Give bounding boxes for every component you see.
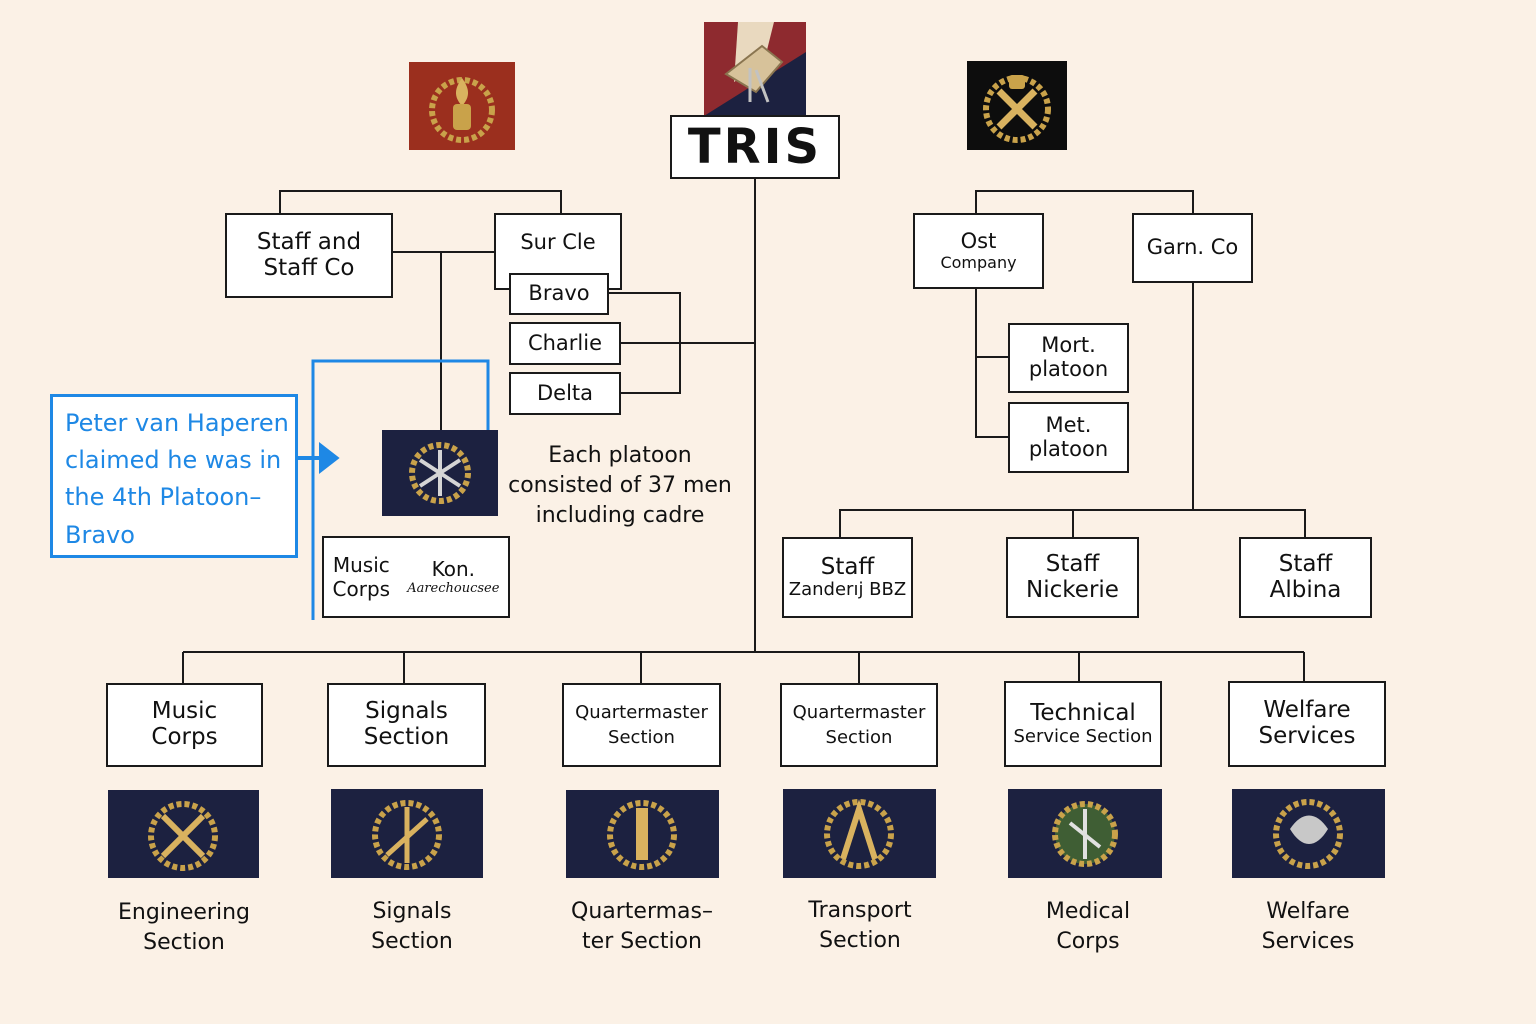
bottom-unit-quartermaster-section-2: Quartermaster Section bbox=[780, 683, 938, 767]
platoon-note-line-1: Each platoon bbox=[548, 443, 692, 468]
caption-6b: Services bbox=[1261, 928, 1355, 954]
caption-2a: Signals bbox=[372, 899, 452, 924]
mort-platoon-line-1: Mort. bbox=[1041, 333, 1096, 358]
platoon-bravo-box: Bravo bbox=[509, 273, 609, 315]
caption-3b: ter Section bbox=[582, 928, 702, 954]
bottom-unit-label-2b: Section bbox=[363, 724, 450, 750]
bottom-unit-label-2a: Signals bbox=[365, 698, 448, 725]
caption-1a: Engineering bbox=[118, 900, 250, 925]
sur-cle-label: Sur Cle bbox=[520, 230, 596, 254]
staff-nickerie-line-2: Nickerie bbox=[1026, 576, 1119, 603]
bottom-unit-label-6b: Services bbox=[1258, 723, 1356, 749]
platoon-note-line-3: including cadre bbox=[535, 502, 705, 528]
mort-platoon-box: Mort. platoon bbox=[1008, 323, 1129, 393]
quartermaster-insignia-icon bbox=[566, 790, 719, 878]
kon-script-label: Aarechoucsee bbox=[407, 581, 500, 597]
ost-company-line-1: Ost bbox=[960, 229, 997, 254]
callout-line-4: Bravo bbox=[65, 520, 135, 549]
mort-platoon-line-2: platoon bbox=[1028, 357, 1109, 381]
caption-5b: Corps bbox=[1056, 928, 1120, 954]
bottom-unit-quartermaster-section-1: Quartermaster Section bbox=[562, 683, 721, 767]
caption-engineering-section: Engineering Section bbox=[94, 898, 274, 957]
bottom-unit-label-3a: Quartermaster bbox=[575, 701, 708, 723]
bottom-unit-label-4a: Quartermaster bbox=[792, 701, 926, 723]
met-platoon-line-1: Met. bbox=[1045, 412, 1092, 437]
ost-company-box: Ost Company bbox=[913, 213, 1044, 289]
staff-zanderij-line-1: Staff bbox=[820, 553, 875, 580]
staff-nickerie-box: Staff Nickerie bbox=[1006, 537, 1139, 618]
caption-4a: Transport bbox=[808, 898, 912, 923]
caption-signals-section: Signals Section bbox=[322, 897, 502, 956]
platoon-charlie-label: Charlie bbox=[527, 330, 603, 355]
met-platoon-line-2: platoon bbox=[1028, 436, 1109, 461]
caption-1b: Section bbox=[143, 929, 225, 955]
caption-4b: Section bbox=[819, 927, 901, 953]
platoon-insignia-icon bbox=[382, 430, 498, 516]
bottom-unit-label-5b: Service Section bbox=[1013, 725, 1153, 747]
garn-co-box: Garn. Co bbox=[1132, 213, 1253, 283]
bottom-unit-technical-service-section: Technical Service Section bbox=[1004, 681, 1162, 767]
callout-line-2: claimed he was in bbox=[65, 446, 282, 475]
wreath-crossed-insignia-icon bbox=[967, 61, 1067, 150]
page-title: TRIS bbox=[670, 115, 840, 179]
platoon-charlie-box: Charlie bbox=[509, 322, 621, 365]
tris-flag-emblem-icon bbox=[704, 22, 806, 116]
bottom-unit-label-6a: Welfare bbox=[1263, 697, 1351, 724]
engineering-insignia-icon bbox=[108, 790, 259, 878]
staff-albina-line-1: Staff bbox=[1278, 550, 1333, 577]
bottom-unit-signals-section: Signals Section bbox=[327, 683, 486, 767]
staff-and-staff-co-line-2: Staff Co bbox=[263, 254, 355, 281]
music-kon-left-line-1: Music bbox=[332, 553, 390, 577]
caption-6a: Welfare bbox=[1266, 899, 1350, 924]
bottom-unit-label-1a: Music bbox=[151, 698, 218, 725]
caption-medical-corps: Medical Corps bbox=[998, 897, 1178, 956]
staff-and-staff-co-box: Staff and Staff Co bbox=[225, 213, 393, 298]
bottom-unit-music-corps: Music Corps bbox=[106, 683, 263, 767]
platoon-delta-box: Delta bbox=[509, 372, 621, 415]
music-kon-left-line-2: Corps bbox=[332, 577, 391, 601]
medical-insignia-icon bbox=[1008, 789, 1162, 878]
staff-and-staff-co-line-1: Staff and bbox=[256, 228, 362, 255]
transport-insignia-icon bbox=[783, 789, 936, 878]
staff-zanderij-box: Staff Zanderıj BBZ bbox=[782, 537, 913, 618]
caption-welfare-services: Welfare Services bbox=[1218, 897, 1398, 956]
caption-2b: Section bbox=[371, 928, 453, 954]
platoon-delta-label: Delta bbox=[536, 380, 594, 405]
platoon-note-line-2: consisted of 37 men bbox=[508, 472, 732, 498]
met-platoon-box: Met. platoon bbox=[1008, 402, 1129, 473]
ost-company-line-2: Company bbox=[940, 252, 1017, 272]
staff-zanderij-line-2: Zanderıj BBZ bbox=[788, 579, 907, 601]
platoon-bravo-label: Bravo bbox=[528, 281, 590, 306]
music-corps-group: Music Corps bbox=[333, 553, 391, 601]
kon-label: Kon. bbox=[431, 557, 475, 582]
staff-albina-line-2: Albina bbox=[1269, 576, 1342, 603]
bottom-unit-welfare-services: Welfare Services bbox=[1228, 681, 1386, 767]
bottom-unit-label-5a: Technical bbox=[1030, 700, 1136, 727]
welfare-insignia-icon bbox=[1232, 789, 1385, 878]
signals-insignia-icon bbox=[331, 789, 483, 878]
bottom-unit-label-1b: Corps bbox=[151, 724, 218, 750]
callout-line-1: Peter van Haperen bbox=[65, 409, 289, 437]
staff-albina-box: Staff Albina bbox=[1239, 537, 1372, 618]
caption-5a: Medical bbox=[1045, 899, 1131, 924]
bottom-unit-label-4b: Section bbox=[825, 727, 893, 748]
callout-note: Peter van Haperen claimed he was in the … bbox=[50, 394, 298, 558]
music-kon-box: Music Corps Kon. Aarechoucsee bbox=[322, 536, 510, 618]
platoon-note: Each platoon consisted of 37 men includi… bbox=[506, 441, 734, 531]
staff-nickerie-line-1: Staff bbox=[1045, 550, 1100, 577]
garn-co-label: Garn. Co bbox=[1146, 235, 1239, 260]
wreath-flame-insignia-icon bbox=[409, 62, 515, 150]
callout-line-3: the 4th Platoon– bbox=[65, 483, 262, 512]
caption-quartermaster-section: Quartermas– ter Section bbox=[546, 897, 738, 956]
bottom-unit-label-3b: Section bbox=[608, 727, 675, 748]
kon-group: Kon. Aarechoucsee bbox=[407, 557, 499, 597]
caption-transport-section: Transport Section bbox=[770, 896, 950, 955]
caption-3a: Quartermas– bbox=[571, 899, 713, 924]
